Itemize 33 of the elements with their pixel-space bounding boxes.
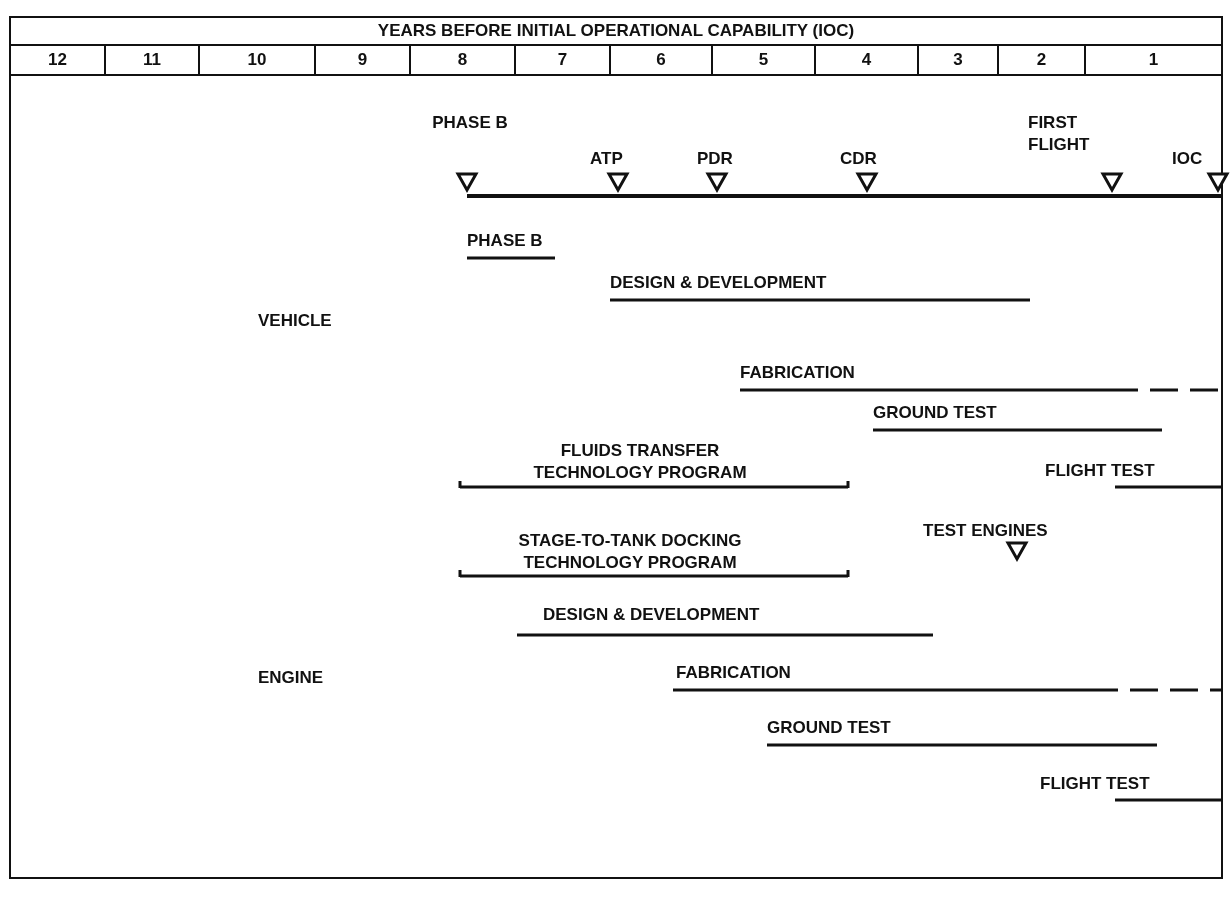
milestone-label: IOC [1172, 148, 1203, 170]
year-cell-text: 9 [356, 49, 369, 71]
year-cell-text: 10 [246, 49, 268, 71]
activity-label: PHASE B [467, 230, 543, 252]
milestone-label: ATP [590, 148, 623, 170]
milestone-label: PDR [697, 148, 733, 170]
milestone-label: TEST ENGINES [923, 520, 1048, 542]
milestone-label: CDR [840, 148, 877, 170]
activity-label: DESIGN & DEVELOPMENT [543, 604, 760, 626]
row-heading: ENGINE [258, 667, 324, 689]
activity-label: FLIGHT TEST [1040, 773, 1150, 795]
activity-label: GROUND TEST [873, 402, 997, 424]
year-cell-text: 12 [47, 49, 68, 71]
row-heading: VEHICLE [258, 310, 332, 332]
year-cell-text: 8 [456, 49, 469, 71]
activity-label: FLUIDS TRANSFER TECHNOLOGY PROGRAM [532, 440, 748, 484]
chart-title: YEARS BEFORE INITIAL OPERATIONAL CAPABILITY (IOC) [376, 20, 856, 42]
year-cell-text: 7 [556, 49, 569, 71]
activity-label: FABRICATION [740, 362, 855, 384]
milestone-label: PHASE B [431, 112, 509, 134]
year-cell-text: 4 [860, 49, 873, 71]
activity-label: DESIGN & DEVELOPMENT [610, 272, 827, 294]
year-cell-text: 5 [757, 49, 770, 71]
milestone-label: FIRST FLIGHT [1028, 112, 1091, 156]
year-cell-text: 3 [952, 49, 964, 71]
activity-label: STAGE-TO-TANK DOCKING TECHNOLOGY PROGRAM [517, 530, 743, 574]
activity-label: FABRICATION [676, 662, 791, 684]
activity-label: GROUND TEST [767, 717, 891, 739]
year-cell-text: 2 [1035, 49, 1048, 71]
year-cell-text: 6 [655, 49, 667, 71]
year-cell-text: 1 [1147, 49, 1160, 71]
year-cell-text: 11 [142, 49, 162, 71]
activity-label: FLIGHT TEST [1045, 460, 1155, 482]
